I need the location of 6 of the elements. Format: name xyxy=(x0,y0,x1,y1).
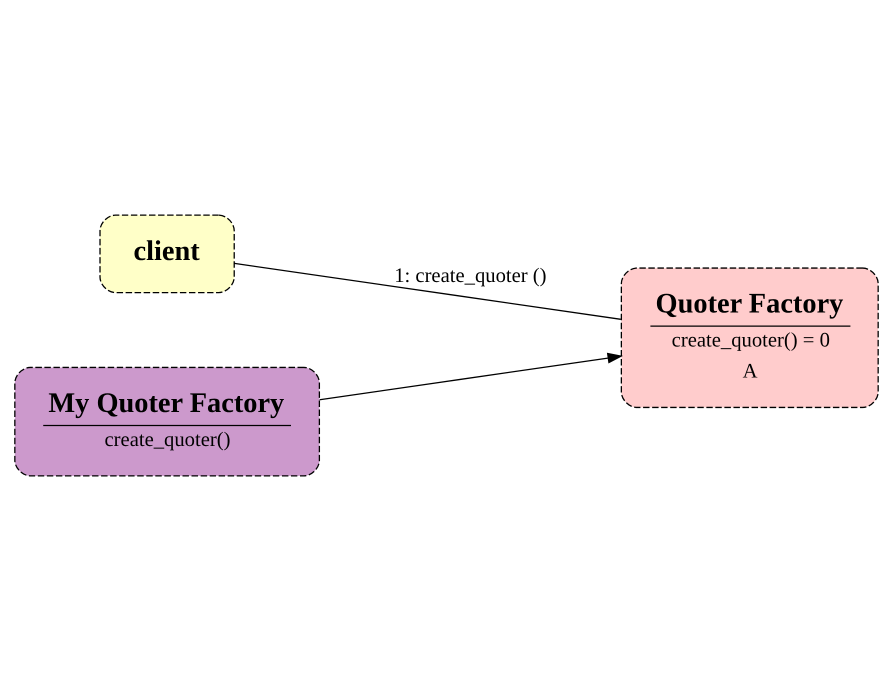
node-box: My Quoter Factory create_quoter() xyxy=(14,366,320,476)
connector xyxy=(234,262,620,320)
node-box: Quoter Factory create_quoter() = 0 A xyxy=(620,267,878,408)
arrow xyxy=(319,352,622,400)
edge-label: 1: create_quoter () xyxy=(394,265,546,288)
node-box: client xyxy=(98,214,234,294)
